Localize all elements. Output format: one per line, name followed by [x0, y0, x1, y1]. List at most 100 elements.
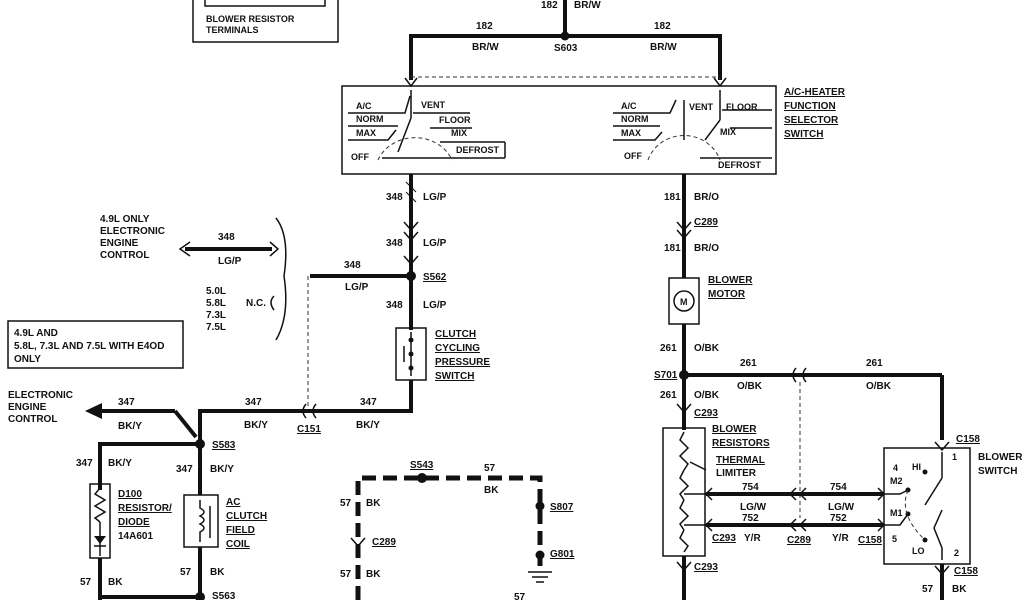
right-feed-color: BR/W: [650, 42, 677, 53]
nc-label: N.C.: [246, 298, 266, 309]
w754b-color: LG/W: [828, 502, 855, 513]
pos-off-right: OFF: [624, 151, 642, 161]
left-feed-circuit: 182: [476, 21, 493, 32]
nc-engine-3: 7.3L: [206, 310, 226, 321]
left-feed-color: BR/W: [472, 42, 499, 53]
ac-clutch-label-3: FIELD: [226, 525, 255, 536]
splice-s543-label: S543: [410, 460, 434, 471]
engine-note-1: 4.9L ONLY: [100, 214, 150, 225]
w261a-circuit: 261: [660, 343, 677, 354]
ground-g801-label: G801: [550, 549, 575, 560]
blower-resistors: [662, 427, 706, 557]
pin-m1: M1: [890, 508, 903, 518]
open-terminal: [270, 295, 275, 311]
w347d-circuit: 347: [76, 458, 93, 469]
w57top-color: BK: [484, 485, 499, 496]
w57b-color: BK: [210, 567, 225, 578]
ac-clutch-label-2: CLUTCH: [226, 511, 267, 522]
splice-s701-label: S701: [654, 370, 678, 381]
top-feed-color: BR/W: [574, 0, 601, 11]
pin-2: 2: [954, 548, 959, 558]
ac-clutch-label-4: COIL: [226, 539, 250, 550]
blower-switch-label-2: SWITCH: [978, 466, 1017, 477]
w347c-circuit: 347: [360, 397, 377, 408]
w347b-circuit: 347: [245, 397, 262, 408]
w752b-circuit: 752: [830, 513, 847, 524]
w348c-color: LG/P: [345, 282, 369, 293]
w181a-circuit: 181: [664, 192, 681, 203]
splice-s583-label: S583: [212, 440, 236, 451]
pin-5: 5: [892, 534, 897, 544]
w348a-circuit: 348: [386, 192, 403, 203]
w261c-circuit: 261: [866, 358, 883, 369]
motor-symbol: M: [680, 297, 688, 307]
nc-engine-1: 5.0L: [206, 286, 226, 297]
w181b-color: BR/O: [694, 243, 719, 254]
selector-label-3: SELECTOR: [784, 115, 839, 126]
connector-c293-mid: C293: [712, 533, 736, 544]
resistors-label-1: BLOWER: [712, 424, 757, 435]
connector-c289-right: C289: [694, 217, 718, 228]
pin-m2: M2: [890, 476, 903, 486]
clutch-switch-label-2: CYCLING: [435, 343, 480, 354]
legend-title-2: TERMINALS: [206, 25, 259, 35]
w261a-color: O/BK: [694, 343, 720, 354]
pos-floor-right: FLOOR: [726, 102, 758, 112]
ground-g801-point: [535, 550, 545, 560]
ac-clutch-field-coil: [183, 494, 219, 548]
clutch-switch-label-3: PRESSURE: [435, 357, 490, 368]
connector-c289-mid: C289: [787, 535, 811, 546]
top-feed: 182 BR/W S603 182 BR/W 182 BR/W: [404, 0, 727, 88]
nc-engine-4: 7.5L: [206, 322, 226, 333]
selector-label-4: SWITCH: [784, 129, 823, 140]
pin-hi: HI: [912, 462, 921, 472]
w754b-circuit: 754: [830, 482, 847, 493]
w57left-circuit: 57: [340, 498, 352, 509]
w57-color: BK: [952, 584, 967, 595]
w348d-color: LG/P: [423, 300, 447, 311]
ec-label-2: ENGINE: [8, 402, 47, 413]
w347d-color: BK/Y: [108, 458, 132, 469]
pos-ac-left: A/C: [356, 101, 372, 111]
arrow-electronic-engine-control: [85, 403, 102, 419]
w347b-color: BK/Y: [244, 420, 268, 431]
pos-vent-left: VENT: [421, 100, 446, 110]
w57low-circuit: 57: [340, 569, 352, 580]
w752a-circuit: 752: [742, 513, 759, 524]
w57b-circuit: 57: [180, 567, 192, 578]
splice-s603: [560, 31, 570, 41]
pos-off-left: OFF: [351, 152, 369, 162]
eng-348-color: LG/P: [218, 256, 242, 267]
nc-engine-2: 5.8L: [206, 298, 226, 309]
top-feed-circuit: 182: [541, 0, 558, 11]
d100-label-4: 14A601: [118, 531, 153, 542]
d100-label-2: RESISTOR/: [118, 503, 172, 514]
ec-label-3: CONTROL: [8, 414, 57, 425]
right-branch: 181 BR/O C289 181 BR/O M BLOWER MOTOR 26…: [654, 174, 1023, 600]
e4od-note-box: [7, 320, 184, 369]
engine-note-3: ENGINE: [100, 238, 139, 249]
pos-norm-left: NORM: [356, 114, 384, 124]
splice-s563-label: S563: [212, 591, 236, 600]
d100-label-3: DIODE: [118, 517, 150, 528]
clutch-switch-label-1: CLUTCH: [435, 329, 476, 340]
engine-note-2: ELECTRONIC: [100, 226, 165, 237]
motor-label-2: MOTOR: [708, 289, 746, 300]
w347a-circuit: 347: [118, 397, 135, 408]
w261b-color: O/BK: [737, 381, 763, 392]
pos-max-right: MAX: [621, 128, 641, 138]
w57bottom-circuit: 57: [514, 592, 526, 600]
blower-switch: [883, 447, 971, 565]
pos-floor-left: FLOOR: [439, 115, 471, 125]
w752a-color: Y/R: [744, 533, 761, 544]
ground-circuit: S543 57 BK 57 BK C289 57 BK S807 G801 57: [340, 460, 575, 600]
pos-mix-right: MIX: [720, 127, 736, 137]
brace: [275, 217, 287, 341]
w754a-color: LG/W: [740, 502, 767, 513]
clutch-switch-label-4: SWITCH: [435, 371, 474, 382]
w348b-circuit: 348: [386, 238, 403, 249]
w347c-color: BK/Y: [356, 420, 380, 431]
splice-s807: [535, 501, 545, 511]
w261d-color: O/BK: [694, 390, 720, 401]
motor-label-1: BLOWER: [708, 275, 753, 286]
